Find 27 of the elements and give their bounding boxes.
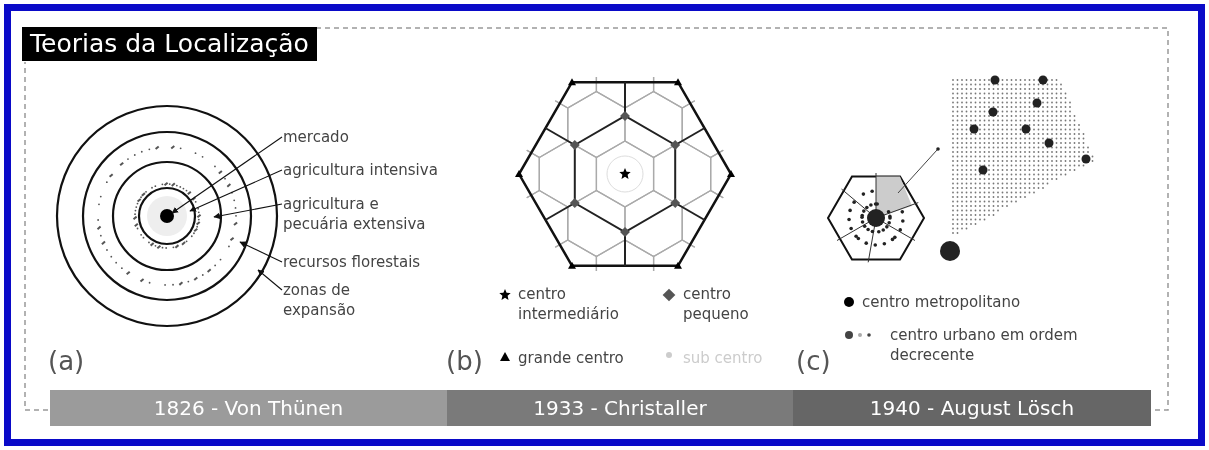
panel-letter: (b) — [446, 345, 483, 377]
legend-label: centro urbano em ordem decrecente — [890, 325, 1079, 365]
zone-label: zonas de expansão — [283, 280, 368, 320]
legend-label: centro metropolitano — [862, 292, 1022, 312]
panel-letter: (c) — [796, 345, 831, 377]
legend-label: centro pequeno — [683, 284, 750, 324]
leader-line — [257, 269, 283, 291]
zone-label: agricultura intensiva — [283, 160, 463, 180]
leader-line — [213, 203, 283, 220]
market-dot — [160, 209, 174, 223]
timeline-bar: 1940 - August Lösch — [793, 390, 1151, 426]
title-banner: Teorias da Localização — [22, 27, 317, 61]
panel-letter: (a) — [48, 345, 85, 377]
zone-ring — [81, 130, 253, 302]
legend-label: grande centro — [518, 348, 625, 368]
leader-line — [171, 136, 283, 214]
timeline-bar: 1933 - Christaller — [447, 390, 793, 426]
zone-ring — [137, 186, 197, 246]
leader-line — [239, 241, 283, 263]
zone-label: mercado — [283, 127, 403, 147]
timeline-bar: 1826 - Von Thünen — [50, 390, 447, 426]
zone-label: recursos florestais — [283, 252, 443, 272]
zone-ring — [55, 104, 279, 328]
leader-line — [189, 169, 283, 212]
legend-label: centro intermediário — [518, 284, 620, 324]
zone-label: agricultura e pecuária extensiva — [283, 194, 439, 234]
zone-ring — [111, 160, 223, 272]
